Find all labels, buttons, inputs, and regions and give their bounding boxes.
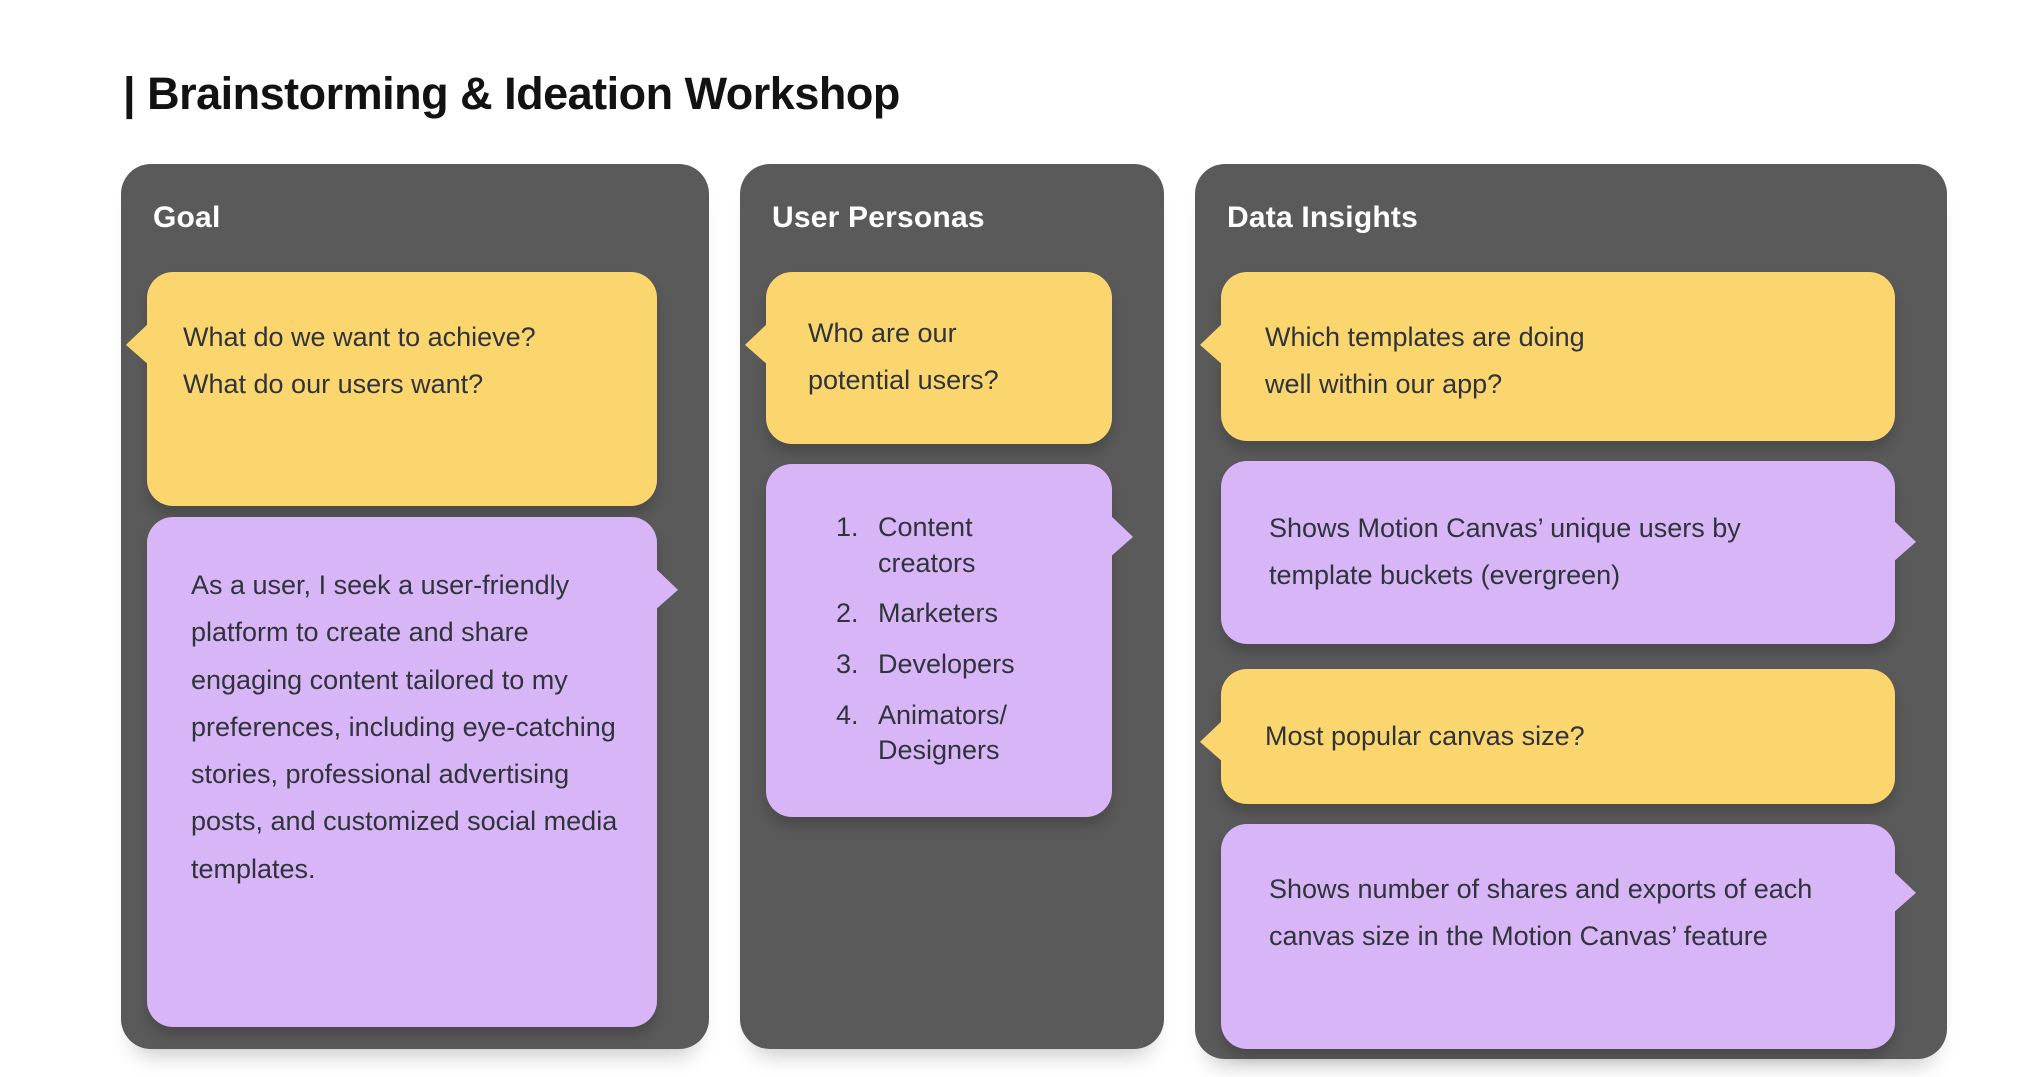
bubble-tail-right-icon: [1109, 514, 1133, 558]
response-bubble[interactable]: As a user, I seek a user-friendly platfo…: [147, 517, 678, 1027]
persona-list-item: Content creators: [866, 510, 1076, 581]
response-bubble[interactable]: Content creators Marketers Developers An…: [766, 464, 1133, 817]
response-bubble[interactable]: Shows number of shares and exports of ea…: [1221, 824, 1916, 1049]
persona-list-item: Marketers: [866, 596, 1076, 632]
column-data-insights-header: Data Insights: [1227, 201, 1418, 234]
bubble-tail-left-icon: [126, 322, 150, 366]
column-goal-header: Goal: [153, 201, 221, 234]
question-bubble[interactable]: What do we want to achieve? What do our …: [126, 272, 657, 506]
question-text: Which templates are doing well within ou…: [1265, 322, 1585, 400]
bubble-tail-right-icon: [1892, 870, 1916, 914]
column-goal: Goal What do we want to achieve? What do…: [121, 164, 709, 1049]
bubble-tail-left-icon: [745, 322, 769, 366]
column-data-insights: Data Insights Which templates are doing …: [1195, 164, 1947, 1059]
bubble-tail-left-icon: [1200, 719, 1224, 763]
persona-list-item: Developers: [866, 647, 1076, 683]
question-bubble[interactable]: Which templates are doing well within ou…: [1200, 272, 1895, 441]
question-bubble[interactable]: Who are our potential users?: [745, 272, 1112, 444]
question-text: Most popular canvas size?: [1265, 721, 1585, 751]
question-text: What do we want to achieve? What do our …: [183, 322, 536, 400]
bubble-tail-right-icon: [1892, 519, 1916, 563]
question-text: Who are our potential users?: [808, 318, 999, 396]
bubble-tail-left-icon: [1200, 322, 1224, 366]
response-bubble[interactable]: Shows Motion Canvas’ unique users by tem…: [1221, 461, 1916, 644]
persona-list-item: Animators/ Designers: [866, 698, 1076, 769]
persona-list: Content creators Marketers Developers An…: [810, 510, 1076, 769]
response-text: Shows number of shares and exports of ea…: [1269, 874, 1813, 952]
question-bubble[interactable]: Most popular canvas size?: [1200, 669, 1895, 804]
column-user-personas: User Personas Who are our potential user…: [740, 164, 1164, 1049]
board-columns: Goal What do we want to achieve? What do…: [121, 164, 1949, 1059]
response-text: As a user, I seek a user-friendly platfo…: [191, 570, 618, 884]
column-user-personas-header: User Personas: [772, 201, 985, 234]
bubble-tail-right-icon: [654, 567, 678, 611]
page-title: | Brainstorming & Ideation Workshop: [123, 68, 900, 119]
response-text: Shows Motion Canvas’ unique users by tem…: [1269, 513, 1741, 591]
